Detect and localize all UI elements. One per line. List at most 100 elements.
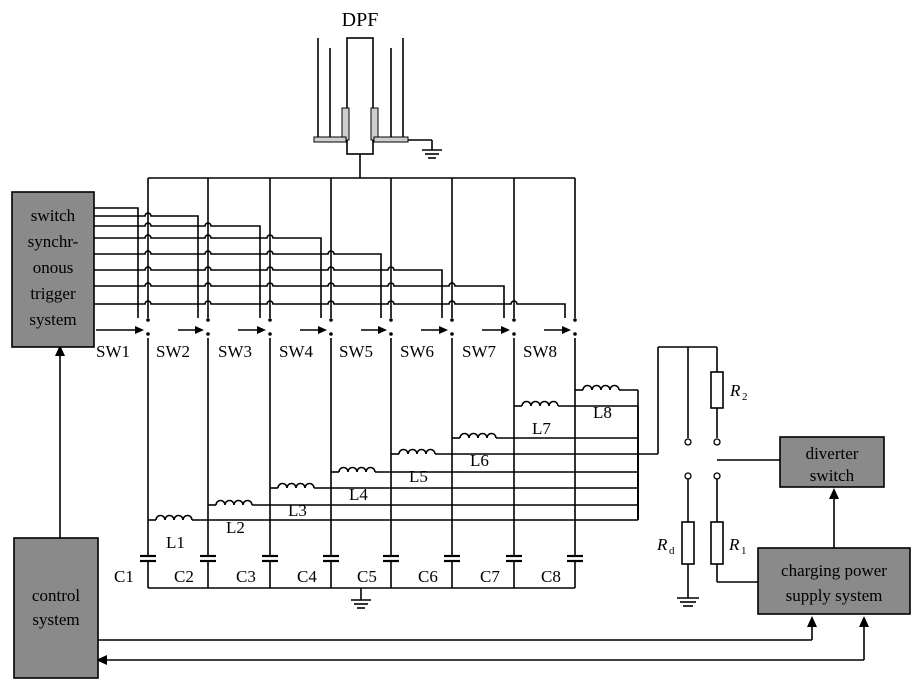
inductor-label: L4 <box>349 485 368 504</box>
capacitor-label: C3 <box>236 567 256 586</box>
switch-contact <box>146 318 150 322</box>
stage-3 <box>94 178 639 588</box>
trigger-line <box>94 207 139 318</box>
trigger-line <box>94 266 443 318</box>
r2-symbol: R <box>729 381 741 400</box>
inductor-coil <box>338 466 376 473</box>
diverter-switch-box: diverter switch <box>779 436 885 488</box>
ground-symbol-bottom <box>351 588 371 609</box>
inductor-coil <box>582 384 620 391</box>
trigger-arrowhead <box>135 326 144 334</box>
inductor-coil <box>521 400 559 407</box>
switch-contact <box>573 318 577 322</box>
arrow-to-control <box>96 655 107 665</box>
switch-contact <box>389 318 393 322</box>
trigger-arrowhead <box>378 326 387 334</box>
trigger-line <box>94 250 382 318</box>
switch-label: SW7 <box>462 342 497 361</box>
switch-contact <box>450 318 454 322</box>
switch-contact <box>389 332 393 336</box>
control-system-box: control system <box>13 537 99 679</box>
resistor-rd-label: R d <box>656 535 675 557</box>
inductor-coil <box>215 499 253 506</box>
switch-contact <box>146 332 150 336</box>
gap-contact <box>713 472 721 480</box>
inductor-label: L7 <box>532 419 551 438</box>
inductor-coil <box>277 482 315 489</box>
inductor-label: L2 <box>226 518 245 537</box>
stage-4 <box>94 178 639 588</box>
switch-contact <box>329 318 333 322</box>
arrow-to-diverter <box>829 488 839 499</box>
switch-contact <box>329 332 333 336</box>
trigger-arrowhead <box>439 326 448 334</box>
inductor-label: L3 <box>288 501 307 520</box>
trigger-system-box: switch synchr- onous trigger system <box>11 191 95 348</box>
inductor-coil <box>398 448 436 455</box>
trigger-label-line: synchr- <box>28 232 79 251</box>
dpf-vessel <box>313 37 442 178</box>
inductor-coil <box>155 514 193 521</box>
rd-subscript: d <box>669 545 675 557</box>
inductor-label: L6 <box>470 451 489 470</box>
trigger-arrowhead <box>318 326 327 334</box>
stage-2 <box>94 178 639 588</box>
capacitor-label: C4 <box>297 567 317 586</box>
arrow-control-to-charging <box>807 616 817 627</box>
trigger-label-line: onous <box>33 258 74 277</box>
stage-5 <box>94 178 639 588</box>
rd-symbol: R <box>656 535 668 554</box>
resistor-r2 <box>710 371 724 409</box>
capacitor-label: C5 <box>357 567 377 586</box>
r2-subscript: 2 <box>742 391 748 403</box>
control-label-line: system <box>32 610 79 629</box>
ground-symbol-rd <box>677 597 699 607</box>
trigger-arrowhead <box>501 326 510 334</box>
inductor-label: L5 <box>409 467 428 486</box>
diverter-label-line: switch <box>810 466 855 485</box>
trigger-label-line: trigger <box>30 284 76 303</box>
r1-subscript: 1 <box>741 545 747 557</box>
trigger-arrowhead <box>562 326 571 334</box>
r1-symbol: R <box>728 535 740 554</box>
switch-label: SW4 <box>279 342 314 361</box>
charging-label-line: supply system <box>786 586 883 605</box>
capacitor-label: C7 <box>480 567 500 586</box>
trigger-line <box>94 300 566 318</box>
switch-label: SW5 <box>339 342 373 361</box>
trigger-line <box>94 212 199 318</box>
inductor-label: L1 <box>166 533 185 552</box>
inductor-coil <box>459 432 497 439</box>
switch-contact <box>268 318 272 322</box>
stage-7 <box>94 178 639 588</box>
switch-contact <box>450 332 454 336</box>
stage-6 <box>94 178 639 588</box>
capacitor-label: C8 <box>541 567 561 586</box>
switch-contact <box>206 318 210 322</box>
trigger-line <box>94 282 505 318</box>
dpf-title: DPF <box>342 9 379 31</box>
inductor-label: L8 <box>593 403 612 422</box>
trigger-line <box>94 234 322 318</box>
gap-contact <box>684 472 692 480</box>
switch-contact <box>206 332 210 336</box>
switch-contact <box>512 318 516 322</box>
switch-label: SW8 <box>523 342 557 361</box>
output-feed-wires <box>638 346 780 598</box>
trigger-arrowhead <box>195 326 204 334</box>
switch-label: SW2 <box>156 342 190 361</box>
arrow-charging-status <box>859 616 869 627</box>
gap-contact <box>684 438 692 446</box>
charging-label-line: charging power <box>781 561 887 580</box>
arrow-to-trigger <box>55 345 65 356</box>
capacitor-label: C6 <box>418 567 438 586</box>
switch-label: SW6 <box>400 342 434 361</box>
trigger-arrowhead <box>257 326 266 334</box>
switch-label: SW1 <box>96 342 130 361</box>
resistor-r1-label: R 1 <box>728 535 747 557</box>
control-wires <box>59 354 865 661</box>
stage-1 <box>94 178 638 588</box>
capacitor-label: C1 <box>114 567 134 586</box>
